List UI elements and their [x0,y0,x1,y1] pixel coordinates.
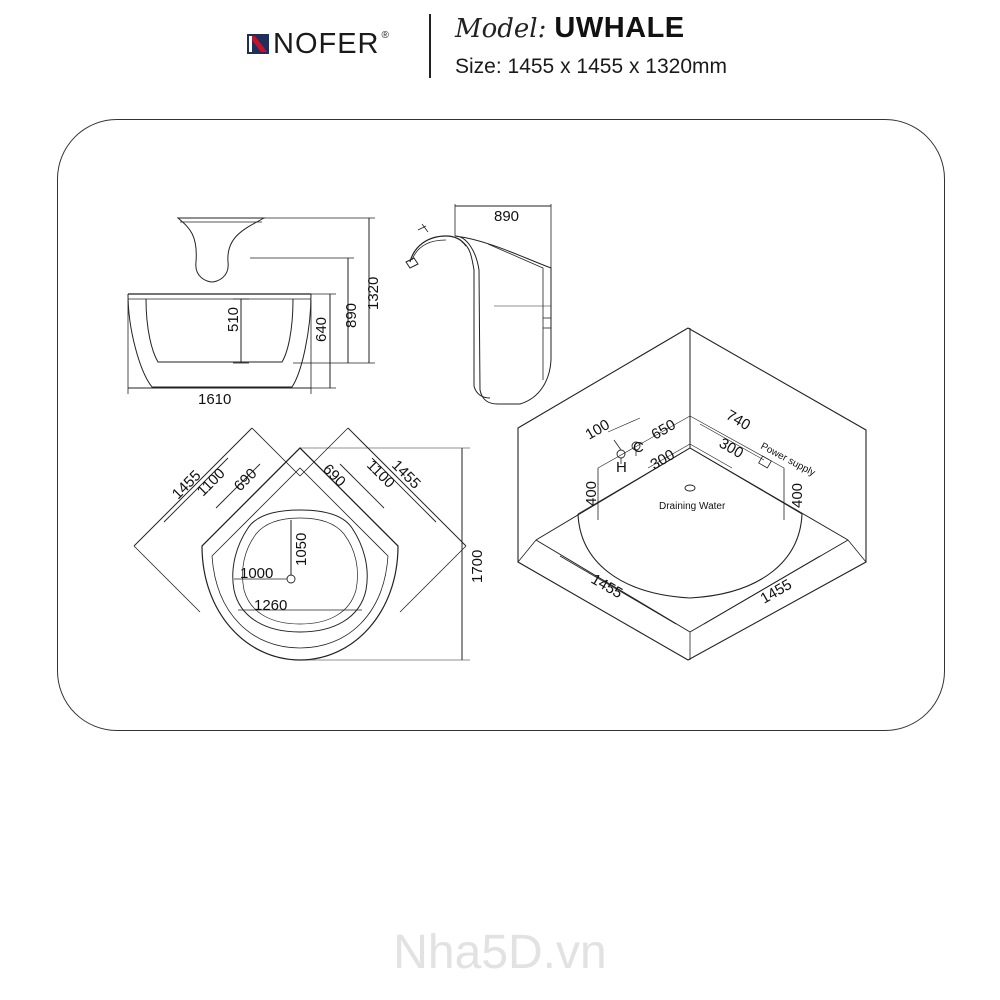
install-740-label: 740 [723,407,753,434]
install-400-right-label: 400 [789,483,806,508]
top-diagonal-label: 1700 [469,550,486,583]
size-spec: Size: 1455 x 1455 x 1320mm [455,55,727,78]
top-basin-depth-label: 1050 [293,533,310,566]
model-label: Model: [455,14,547,44]
install-1455-left-label: 1455 [588,571,625,602]
install-1455-right-label: 1455 [758,576,795,607]
front-view [127,217,375,394]
install-300a-label: 300 [648,446,678,473]
install-cold-label: C [633,439,644,456]
header-divider [429,14,431,78]
side-view [405,204,552,405]
top-inner-left-label: 690 [231,465,261,495]
top-view [133,427,470,661]
front-tub-height-label: 640 [313,317,330,342]
front-rim-height-label: 890 [343,303,360,328]
brand-registered-mark: ® [381,29,389,41]
nofer-logo-icon [247,34,269,54]
brand-logo: NOFER ® [246,24,389,64]
top-inner-right-label: 690 [319,461,349,491]
top-basin-inner-width-label: 1000 [240,565,273,582]
install-draining-water-label: Draining Water [659,501,726,512]
model-row: Model: UWHALE [455,12,685,45]
top-mid-right-label: 1100 [363,457,398,492]
install-power-supply-label: Power supply [759,441,817,479]
install-view [517,327,867,661]
front-width-label: 1610 [198,391,231,408]
watermark: Nha5D.vn [393,926,607,979]
install-650-label: 650 [649,416,679,443]
front-inner-depth-label: 510 [225,307,242,332]
install-400-left-label: 400 [583,481,600,506]
header: NOFER ® Model: UWHALE Size: 1455 x 1455 … [0,0,1000,110]
install-100-label: 100 [583,416,613,443]
front-total-height-label: 1320 [365,277,382,310]
install-300b-label: 300 [716,435,746,462]
side-depth-label: 890 [494,208,519,225]
model-value: UWHALE [554,12,685,44]
brand-name: NOFER [273,27,380,60]
drawing-frame [57,119,945,731]
top-mid-left-label: 1100 [194,465,229,500]
top-basin-outer-width-label: 1260 [254,597,287,614]
install-hot-label: H [616,459,627,476]
